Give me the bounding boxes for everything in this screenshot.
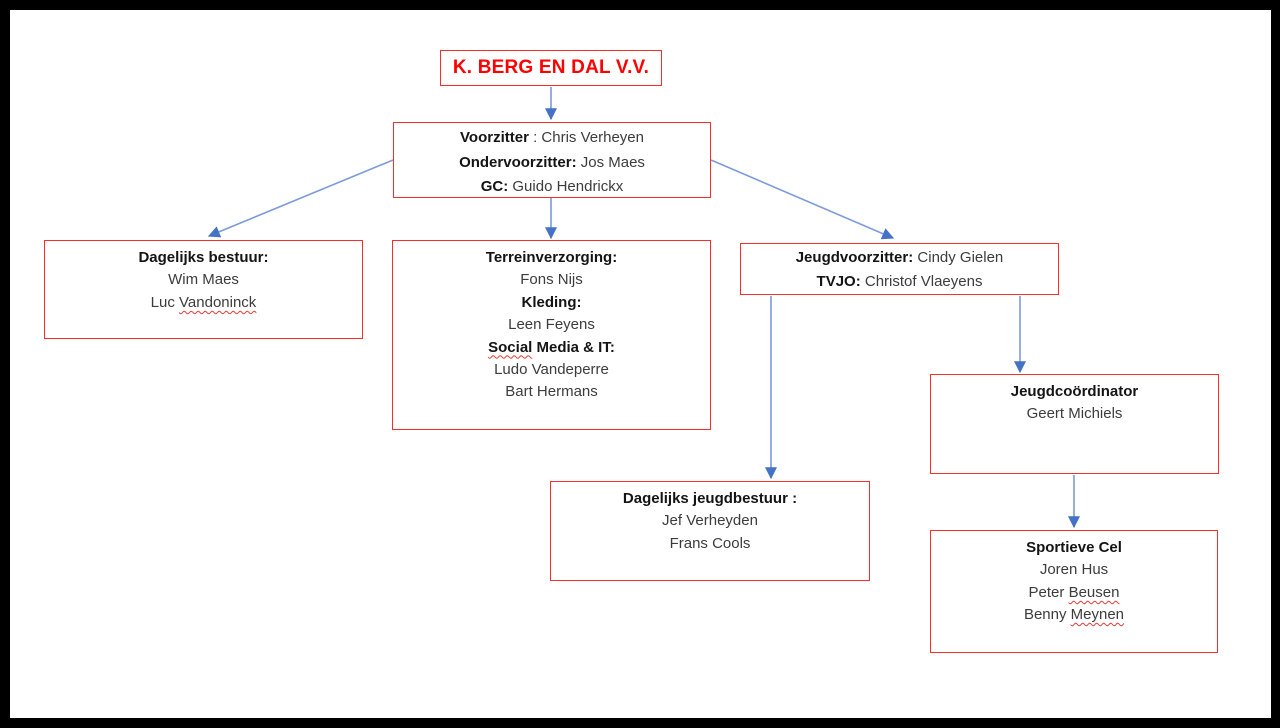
role-person: Guido Hendrickx (508, 178, 624, 195)
role-label: Voorzitter (460, 129, 529, 146)
role-label: Ondervoorzitter: (459, 153, 577, 171)
section-label: Sportieve Cel (1026, 539, 1122, 556)
club-title-box: K. BERG EN DAL V.V. (440, 50, 662, 86)
member-name: Bart Hermans (505, 383, 598, 401)
section-heading: Terreinverzorging: (393, 247, 710, 269)
role-label: TVJO: (816, 272, 861, 290)
member-name: Fons Nijs (520, 271, 583, 289)
role-line-ondervoorzitter: Ondervoorzitter: Jos Maes (394, 151, 710, 176)
misspelled-word: Vandoninck (179, 293, 257, 311)
misspelled-word: Beusen (1068, 583, 1120, 601)
member-name: Geert Michiels (1026, 405, 1123, 423)
role-person: Christof Vlaeyens (860, 272, 983, 290)
section-label: Dagelijks jeugdbestuur : (622, 490, 798, 507)
role-line-voorzitter: Voorzitter : Chris Verheyen (394, 126, 710, 151)
section-label: Media & IT: (532, 338, 615, 356)
role-label: GC: (480, 178, 509, 195)
youth-chair-box: Jeugdvoorzitter: Cindy Gielen TVJO: Chri… (740, 243, 1059, 295)
member-name: Luc Vandoninck (150, 293, 257, 311)
operations-box: Terreinverzorging: Fons Nijs Kleding: Le… (392, 240, 711, 430)
club-title: K. BERG EN DAL V.V. (452, 57, 650, 78)
role-line-tvjo: TVJO: Christof Vlaeyens (741, 270, 1058, 294)
section-heading: Social Media & IT: (393, 337, 710, 359)
sports-cell-box: Sportieve Cel Joren Hus Peter Beusen Ben… (930, 530, 1218, 653)
misspelled-word: Meynen (1070, 606, 1125, 624)
misspelled-word: Social (488, 338, 533, 356)
member-name: Frans Cools (669, 534, 751, 552)
member-name: Leen Feyens (508, 316, 595, 334)
role-line-jeugdvoorzitter: Jeugdvoorzitter: Cindy Gielen (741, 246, 1058, 270)
section-heading: Sportieve Cel (931, 537, 1217, 559)
section-heading: Dagelijks bestuur: (45, 247, 362, 269)
role-person: : Chris Verheyen (528, 129, 644, 146)
section-label: Jeugdcoördinator (1010, 383, 1139, 400)
section-label: Dagelijks bestuur: (138, 249, 269, 266)
member-name: Benny Meynen (1023, 606, 1125, 624)
youth-coordinator-box: Jeugdcoördinator Geert Michiels (930, 374, 1219, 474)
section-label: Terreinverzorging: (485, 249, 618, 266)
member-name: Peter Beusen (1028, 583, 1120, 601)
member-name: Wim Maes (168, 271, 239, 289)
section-label: Kleding: (521, 293, 582, 311)
section-heading: Dagelijks jeugdbestuur : (551, 488, 869, 510)
member-name: Jef Verheyden (662, 512, 758, 530)
member-name: Joren Hus (1039, 561, 1109, 579)
member-name: Ludo Vandeperre (494, 361, 609, 379)
daily-board-box: Dagelijks bestuur: Wim Maes Luc Vandonin… (44, 240, 363, 339)
role-line-gc: GC: Guido Hendrickx (394, 175, 710, 200)
section-heading: Jeugdcoördinator (931, 381, 1218, 403)
daily-youth-box: Dagelijks jeugdbestuur : Jef Verheyden F… (550, 481, 870, 581)
role-label: Jeugdvoorzitter: (795, 249, 914, 266)
board-box: Voorzitter : Chris Verheyen Ondervoorzit… (393, 122, 711, 198)
role-person: Jos Maes (576, 153, 645, 171)
role-person: Cindy Gielen (913, 249, 1004, 266)
section-heading: Kleding: (393, 292, 710, 314)
